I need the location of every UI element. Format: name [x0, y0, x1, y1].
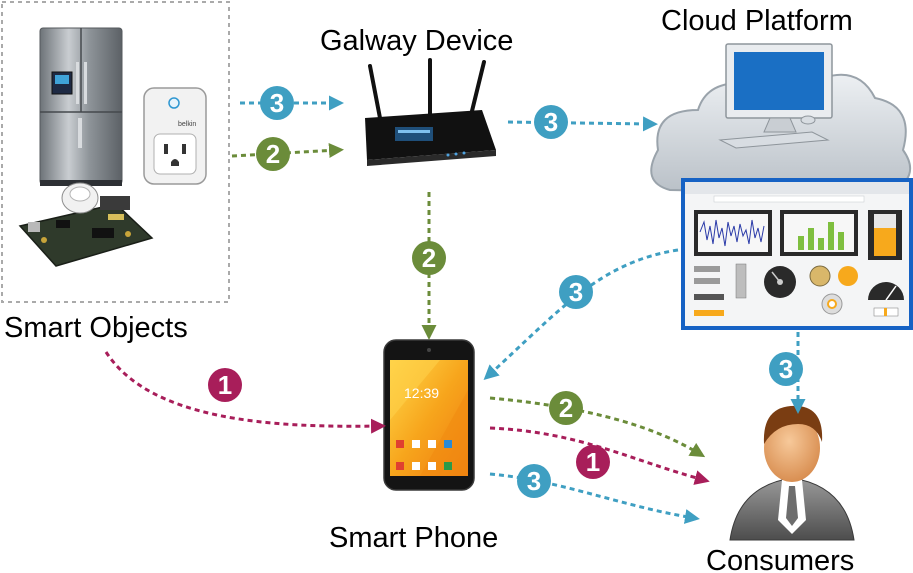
- step-badge-circle: [208, 368, 242, 402]
- gateway-router-icon: [365, 58, 496, 166]
- step-badge-objects-to-phone: 1: [208, 368, 242, 402]
- computer-monitor-icon: [718, 43, 833, 149]
- consumer-person-icon: [729, 405, 855, 541]
- label-gateway: Galway Device: [320, 25, 513, 57]
- step-badge-number: 2: [266, 139, 280, 169]
- smart-plug-icon: belkin: [143, 87, 207, 185]
- step-badge-gateway-to-cloud: 3: [534, 105, 568, 139]
- step-badge-circle: [576, 445, 610, 479]
- step-badge-objects-to-gateway-3: 3: [260, 86, 294, 120]
- step-badge-number: 3: [779, 354, 793, 384]
- step-badge-circle: [549, 391, 583, 425]
- step-badge-circle: [769, 352, 803, 386]
- step-badge-circle: [256, 137, 290, 171]
- label-consumers: Consumers: [706, 545, 854, 573]
- step-badge-number: 3: [569, 277, 583, 307]
- step-badge-circle: [412, 241, 446, 275]
- dashboard-knob: [809, 265, 831, 287]
- step-badge-circle: [559, 275, 593, 309]
- dashboard-orange-indicator: [838, 266, 858, 286]
- step-badge-number: 1: [218, 370, 232, 400]
- step-badge-number: 1: [586, 447, 600, 477]
- step-badge-number: 3: [270, 88, 284, 118]
- step-badge-number: 2: [559, 393, 573, 423]
- step-badge-circle: [534, 105, 568, 139]
- arrow-phone-to-consumers-1: [489, 426, 710, 485]
- arrow-objects-to-phone: [104, 351, 386, 434]
- sensor-board-icon: [18, 182, 154, 267]
- step-badge-circle: [260, 86, 294, 120]
- step-badge-phone-to-consumers-1: 1: [576, 445, 610, 479]
- label-cloud-platform: Cloud Platform: [661, 5, 853, 37]
- phone-screen-time: 12:39: [404, 385, 439, 401]
- step-badge-cloud-to-consumers: 3: [769, 352, 803, 386]
- step-badge-circle: [517, 464, 551, 498]
- smart-objects-group: belkin: [1, 1, 230, 303]
- step-badge-number: 2: [422, 243, 436, 273]
- svg-text:belkin: belkin: [178, 121, 196, 128]
- arrow-cloud-to-phone: [483, 248, 679, 381]
- step-badge-gateway-to-phone: 2: [412, 241, 446, 275]
- step-badge-cloud-to-phone: 3: [559, 275, 593, 309]
- arrow-gateway-to-cloud: [507, 116, 658, 132]
- step-badge-objects-to-gateway-2: 2: [256, 137, 290, 171]
- step-badge-number: 3: [527, 466, 541, 496]
- label-smart-phone: Smart Phone: [329, 522, 498, 554]
- refrigerator-icon: [39, 27, 123, 186]
- arrow-phone-to-consumers-2: [489, 396, 706, 458]
- dashboard-window: [681, 178, 913, 330]
- arrow-phone-to-consumers-3: [489, 472, 700, 524]
- label-smart-objects: Smart Objects: [4, 312, 188, 344]
- step-badge-number: 3: [544, 107, 558, 137]
- smart-phone-icon: 12:39: [383, 339, 475, 491]
- step-badge-phone-to-consumers-3: 3: [517, 464, 551, 498]
- step-badge-phone-to-consumers-2: 2: [549, 391, 583, 425]
- smart-objects-border: [1, 1, 230, 303]
